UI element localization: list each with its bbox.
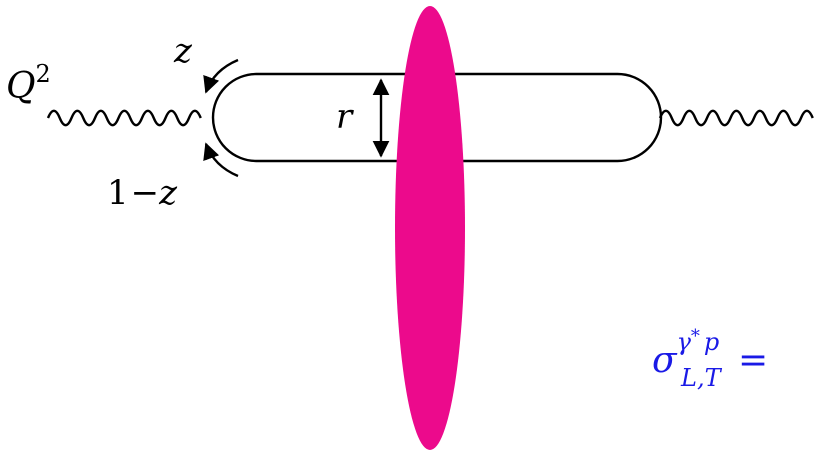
- z-arrow: [203, 58, 239, 94]
- z-label: z: [173, 31, 193, 71]
- q-squared-label: Q2: [6, 60, 51, 107]
- one-minus-z-label: 1−z: [107, 173, 178, 213]
- proton-target: [395, 6, 465, 450]
- r-label: r: [336, 97, 354, 137]
- incoming-photon-line: [46, 109, 202, 127]
- outgoing-photon-line: [658, 109, 814, 127]
- one-minus-z-arrow: [203, 142, 239, 178]
